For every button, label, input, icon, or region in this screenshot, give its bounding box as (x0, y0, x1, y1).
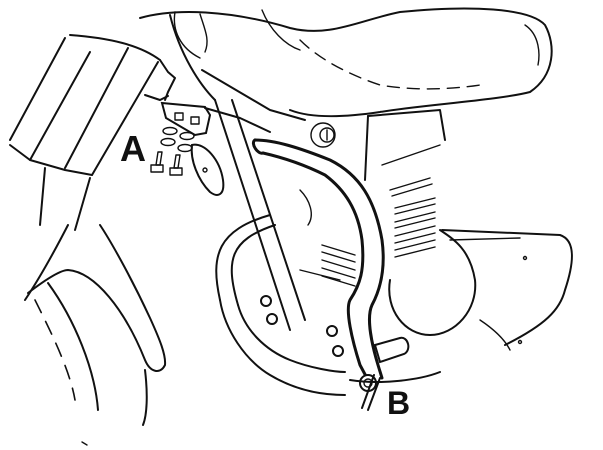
fuel-tank (139, 7, 553, 118)
callout-label-b: B (387, 385, 411, 421)
washer (160, 137, 176, 147)
lower-mounting-point (260, 295, 410, 411)
crash-bar (215, 138, 385, 396)
washer (179, 131, 195, 141)
engine (299, 109, 573, 383)
washer (177, 143, 193, 153)
front-wheel-fender (24, 224, 167, 446)
bolt (169, 154, 183, 176)
callout-label-a: A (120, 128, 146, 169)
bolt (150, 151, 164, 173)
washer (162, 126, 178, 136)
front-fork (9, 34, 176, 231)
fastener-kit (150, 126, 195, 176)
upper-mounting-bracket (160, 101, 271, 196)
frame-tubes (169, 14, 306, 331)
